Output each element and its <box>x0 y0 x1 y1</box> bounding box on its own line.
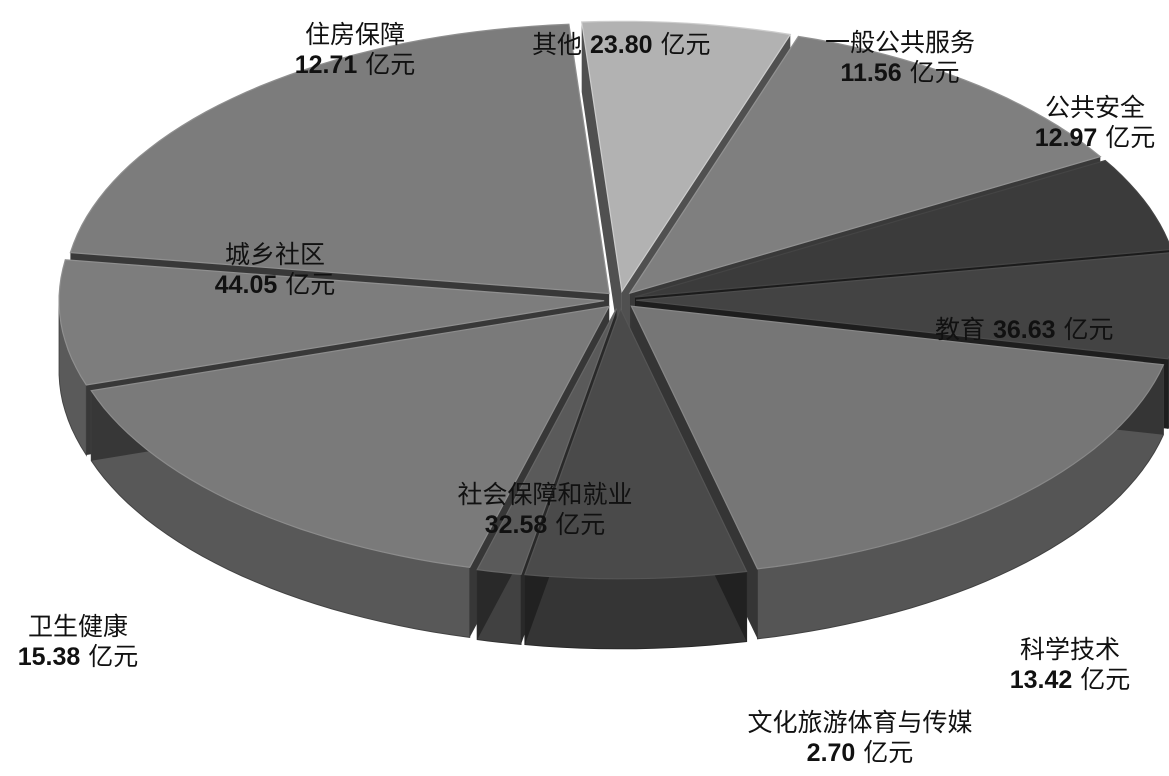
slice-value: 15.38 <box>17 643 81 671</box>
slice-name: 科学技术 <box>1019 635 1120 664</box>
slice-label-shehuibaozhang: 社会保障和就业 32.58 亿元 <box>455 480 635 540</box>
slice-value: 44.05 <box>214 271 278 299</box>
slice-label-qita: 其他 23.80 亿元 <box>532 30 711 60</box>
slice-unit: 亿元 <box>555 510 606 539</box>
pie-slice-top <box>628 35 1102 295</box>
slice-name: 一般公共服务 <box>825 28 976 57</box>
slice-unit: 亿元 <box>909 58 960 87</box>
slice-name: 公共安全 <box>1044 93 1145 122</box>
slice-unit: 亿元 <box>1063 315 1114 344</box>
slice-value: 13.42 <box>1009 666 1073 694</box>
pie-slice-top <box>581 20 792 293</box>
slice-label-wenhualvyou: 文化旅游体育与传媒 2.70 亿元 <box>735 708 985 768</box>
slice-label-jiaoyu: 教育 36.63 亿元 <box>935 315 1114 345</box>
slice-unit: 亿元 <box>365 50 416 79</box>
pie-slice-top <box>69 23 610 295</box>
slice-value: 2.70 <box>806 739 856 767</box>
slice-label-zhufangbaozhang: 住房保障 12.71 亿元 <box>285 20 425 80</box>
slice-name: 文化旅游体育与传媒 <box>747 708 973 737</box>
pie-slice-top <box>630 305 1165 570</box>
slice-unit: 亿元 <box>660 30 711 59</box>
pie-slice-top <box>634 159 1169 298</box>
slice-name: 社会保障和就业 <box>457 480 633 509</box>
slice-unit: 亿元 <box>863 738 914 767</box>
slice-value: 36.63 <box>992 316 1056 344</box>
pie-slice <box>524 307 748 650</box>
pie-slice-side <box>581 22 622 362</box>
slice-label-kexuejishu: 科学技术 13.42 亿元 <box>1000 635 1140 695</box>
slice-label-yibangonggongfuwu: 一般公共服务 11.56 亿元 <box>825 28 975 88</box>
pie-slice-top <box>635 252 1169 360</box>
slice-value: 23.80 <box>589 31 653 59</box>
slice-value: 11.56 <box>840 59 902 87</box>
slice-label-weishengjiankang: 卫生健康 15.38 亿元 <box>8 612 148 672</box>
slice-name: 教育 <box>935 315 986 344</box>
slice-unit: 亿元 <box>1105 123 1156 152</box>
slice-name: 住房保障 <box>304 20 405 49</box>
pie-slice-wall <box>524 570 748 650</box>
slice-value: 12.71 <box>294 51 358 79</box>
slice-unit: 亿元 <box>1080 665 1131 694</box>
pie-slice-top <box>476 308 618 576</box>
pie-slice-top <box>524 307 748 580</box>
pie-slice-top <box>90 305 611 569</box>
slice-name: 城乡社区 <box>224 240 325 269</box>
slice-value: 12.97 <box>1034 124 1098 152</box>
slice-label-gonggonganquan: 公共安全 12.97 亿元 <box>1025 93 1165 153</box>
slice-label-chengxiangshequ: 城乡社区 44.05 亿元 <box>205 240 345 300</box>
slice-name: 卫生健康 <box>27 612 128 641</box>
slice-name: 其他 <box>532 30 583 59</box>
slice-unit: 亿元 <box>285 270 336 299</box>
slice-unit: 亿元 <box>88 642 139 671</box>
slice-value: 32.58 <box>484 511 548 539</box>
pie-slice-top <box>58 259 605 386</box>
